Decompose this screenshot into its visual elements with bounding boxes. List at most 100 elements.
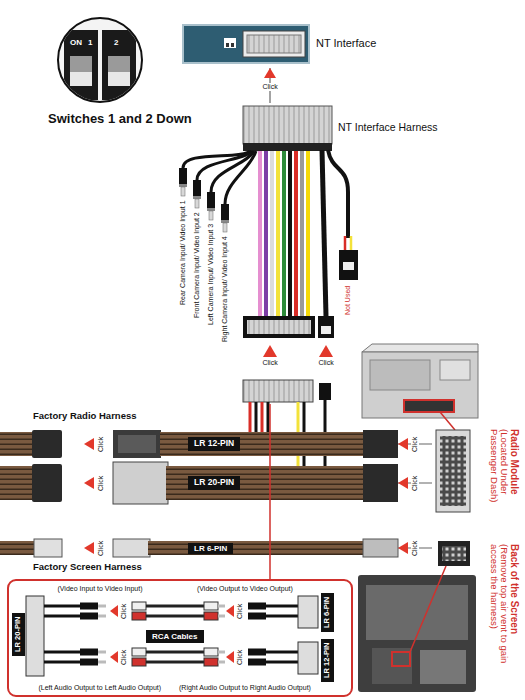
harness-bands-part: [113, 462, 168, 504]
part-name: NT Interface: [316, 37, 376, 50]
interface-box-art-part: [183, 25, 309, 63]
rca-inset-art-part: [98, 651, 106, 654]
harness-art-part: [318, 316, 334, 338]
harness-art-part: [306, 151, 310, 316]
t-harness-art-part: [249, 402, 252, 432]
harness-art: [243, 106, 334, 338]
rca-inset-art-part: [110, 605, 118, 617]
harness-art-part: [247, 320, 311, 334]
camera-cables-part: [181, 187, 185, 196]
harness-bands-part: [363, 430, 398, 458]
rca-inset-art-part: [266, 651, 298, 654]
click-label: Click: [120, 649, 128, 664]
rca-inset-art-part: [266, 605, 298, 608]
rca-inset-art-part: [132, 658, 146, 666]
rca-inset-art-part: [80, 649, 98, 656]
switch-zoom-art-part-part: [70, 72, 92, 86]
harness-bands-part: [363, 464, 398, 502]
part-name: Radio Module: [509, 429, 520, 533]
connector-tag: LR 12-PIN: [321, 638, 334, 681]
cable-note: (Video Input to Video Input): [58, 585, 143, 593]
switch-zoom-art-part-part: [102, 30, 136, 100]
rca-inset-art-part: [266, 615, 298, 618]
harness-tag: LR 12-PIN: [188, 437, 240, 451]
screen-back-photo-part: [438, 541, 470, 566]
t-harness-art-part: [243, 380, 313, 402]
screen-back-photo-part: [420, 650, 466, 684]
click-label: Click: [319, 359, 334, 367]
radio-module-photo-part: [440, 360, 470, 380]
harness-art-part: [322, 150, 326, 316]
unused-connector-part: [339, 250, 358, 280]
cable-label: Right Camera Input/ Video Input 4: [221, 236, 229, 342]
harness-art-part: [276, 151, 280, 316]
radio-module-photo-part: [362, 344, 478, 352]
rca-inset-art-part: [204, 612, 218, 620]
interface-box-art-part: [243, 31, 305, 57]
camera-cables-part: [207, 208, 215, 211]
unused-connector: [328, 150, 358, 280]
switch-zoom-art: [58, 18, 142, 102]
camera-cables-part: [183, 151, 250, 168]
radio-module-photo-part: [362, 352, 478, 418]
rca-inset-art-part: [146, 651, 204, 654]
click-arrows-part: [319, 345, 333, 357]
screen-back-photo-part: [366, 585, 468, 640]
rotated-caption: Back of the Screen(Remove top air vent t…: [488, 544, 520, 692]
harness-band: LR 20-PIN: [113, 466, 398, 500]
rca-inset-art-part: [146, 615, 204, 618]
interface-module: NT Interface: [180, 22, 390, 68]
click-label: Click: [411, 540, 419, 555]
switch-zoom-art-part-part: [70, 56, 92, 86]
harness-title: Factory Screen Harness: [33, 562, 142, 573]
harness-bands-part: [148, 541, 365, 555]
switch-zoom-art-part-part: [64, 30, 98, 100]
unused-connector-part: [328, 150, 348, 238]
radio-module-photo-part: [370, 360, 430, 390]
switch-zoom-art-part: [64, 30, 136, 100]
harness-art-part: [321, 326, 331, 334]
rca-inset-art-part: [146, 605, 204, 608]
harness-bands-part: [363, 539, 398, 557]
rca-inset-art-part: [204, 648, 218, 656]
location-note: (Remove top air vent to gain access the …: [488, 544, 509, 692]
rca-inset-art-part: [248, 659, 266, 666]
camera-cables-part: [195, 199, 199, 208]
camera-cables-part: [207, 192, 215, 208]
camera-cables: [179, 151, 256, 232]
camera-cables-part: [193, 180, 201, 196]
rca-inset-art-part: [218, 651, 225, 654]
rca-inset-art-part: [132, 612, 146, 620]
harness-tag: LR 6-PIN: [188, 543, 233, 554]
camera-cables-part: [225, 151, 256, 204]
harness-band: LR 12-PIN: [113, 432, 398, 456]
harness-bands-part: [0, 541, 36, 555]
harness-art-part: [288, 151, 292, 316]
arrow-head: [264, 68, 276, 78]
rca-cable-inset: RCA Cables: [8, 580, 352, 696]
connector-tag: LR 6-PIN: [321, 592, 334, 631]
cable-label: Left Camera Input/ Video Input 3: [207, 224, 215, 325]
rca-inset-art-part: [226, 651, 234, 663]
click-label: Click: [120, 603, 128, 618]
harness-title: Factory Radio Harness: [33, 411, 136, 422]
switch-zoom-art-part-part: [108, 72, 130, 86]
rca-inset-art-part: [298, 596, 318, 628]
switch-label: 2: [114, 38, 118, 47]
screen-back-photo-part: [442, 546, 466, 561]
harness-bands-part: [0, 466, 34, 500]
interface-box-art: [183, 25, 309, 63]
switch-zoom-art-part-part: [108, 56, 130, 86]
harness-connector: NT Interface Harness: [240, 103, 450, 153]
radio-module: Radio Module(Located Under Passenger Das…: [432, 425, 522, 537]
rca-inset-art-part: [44, 661, 80, 664]
rca-inset-art-part: [146, 661, 204, 664]
t-harness-art-part: [255, 402, 258, 432]
camera-cables-part: [179, 168, 187, 184]
click-arrows-part: [84, 542, 94, 554]
unused-connector-part: [343, 262, 354, 270]
rca-inset-art-part: [248, 649, 266, 656]
rca-inset-art-part: [98, 605, 106, 608]
harness-art-part: [243, 106, 332, 144]
